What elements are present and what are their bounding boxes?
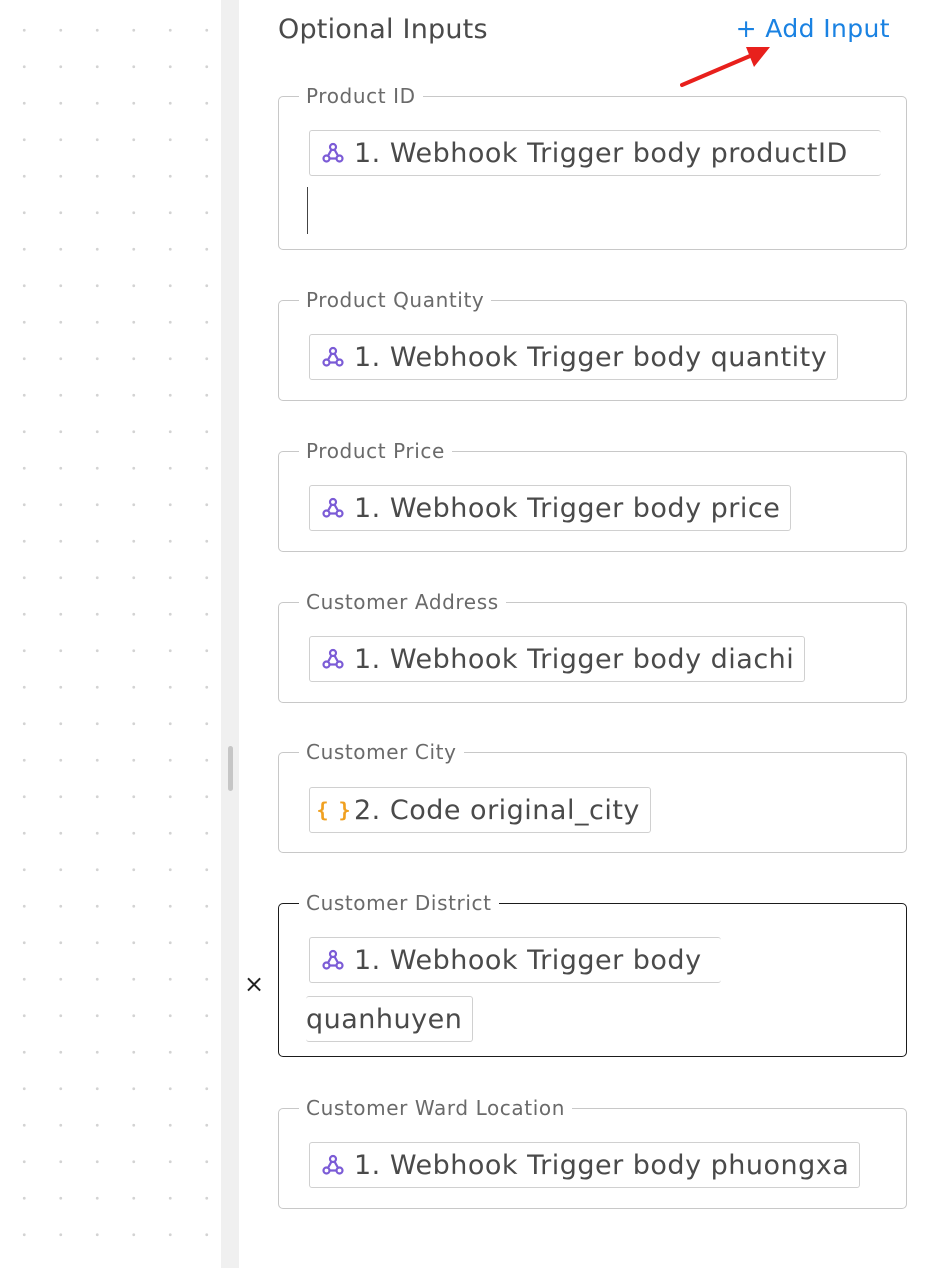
variable-pill[interactable]: 1. Webhook Trigger body price xyxy=(309,485,792,531)
field-product-quantity: Product Quantity 1. Webhook Trigger body… xyxy=(278,286,907,401)
variable-pill[interactable]: 1. Webhook Trigger body diachi xyxy=(309,636,806,682)
webhook-icon xyxy=(320,496,346,520)
close-icon[interactable]: × xyxy=(244,970,265,998)
field-customer-district: Customer District 1. Webhook Trigger bod… xyxy=(278,889,907,1057)
panel-resize-handle[interactable] xyxy=(228,746,233,791)
text-caret xyxy=(307,187,308,234)
variable-pill-text: 2. Code original_city xyxy=(354,794,640,826)
variable-pill-text: 1. Webhook Trigger body phuongxa xyxy=(354,1149,850,1181)
field-label: Customer Address xyxy=(299,588,506,616)
variable-pill[interactable]: 1. Webhook Trigger body phuongxa xyxy=(309,1142,861,1188)
webhook-icon xyxy=(320,1153,346,1177)
panel-divider xyxy=(221,0,239,1268)
variable-pill-continued[interactable]: quanhuyen xyxy=(306,996,474,1042)
variable-pill[interactable]: 1. Webhook Trigger body quantity xyxy=(309,334,839,380)
field-label: Customer City xyxy=(299,738,464,766)
variable-pill-text: 1. Webhook Trigger body quantity xyxy=(354,341,828,373)
field-label: Product Price xyxy=(299,437,452,465)
variable-pill[interactable]: 1. Webhook Trigger body xyxy=(309,937,721,983)
field-label: Product Quantity xyxy=(299,286,492,314)
field-customer-address: Customer Address 1. Webhook Trigger body… xyxy=(278,588,907,703)
webhook-icon xyxy=(320,948,346,972)
field-label: Customer Ward Location xyxy=(299,1094,572,1122)
field-label: Product ID xyxy=(299,82,423,110)
webhook-icon xyxy=(320,345,346,369)
field-customer-city: Customer City { } 2. Code original_city xyxy=(278,738,907,853)
variable-pill-text: 1. Webhook Trigger body diachi xyxy=(354,643,795,675)
section-title: Optional Inputs xyxy=(278,14,488,45)
code-braces-icon: { } xyxy=(316,798,350,822)
variable-pill-text: 1. Webhook Trigger body price xyxy=(354,492,781,524)
webhook-icon xyxy=(320,141,346,165)
field-label: Customer District xyxy=(299,889,499,917)
variable-pill[interactable]: { } 2. Code original_city xyxy=(309,787,651,833)
webhook-icon xyxy=(320,647,346,671)
annotation-arrow-icon xyxy=(680,47,770,87)
field-product-price: Product Price 1. Webhook Trigger body pr… xyxy=(278,437,907,552)
add-input-button[interactable]: + Add Input xyxy=(735,14,890,43)
variable-pill[interactable]: 1. Webhook Trigger body productID xyxy=(309,130,881,176)
variable-pill-text: quanhuyen xyxy=(306,1003,463,1035)
variable-pill-text: 1. Webhook Trigger body xyxy=(354,944,702,976)
workflow-canvas[interactable] xyxy=(0,0,221,1268)
field-customer-ward-location: Customer Ward Location 1. Webhook Trigge… xyxy=(278,1094,907,1209)
field-product-id: Product ID 1. Webhook Trigger body produ… xyxy=(278,82,907,250)
variable-pill-text: 1. Webhook Trigger body productID xyxy=(354,137,848,169)
